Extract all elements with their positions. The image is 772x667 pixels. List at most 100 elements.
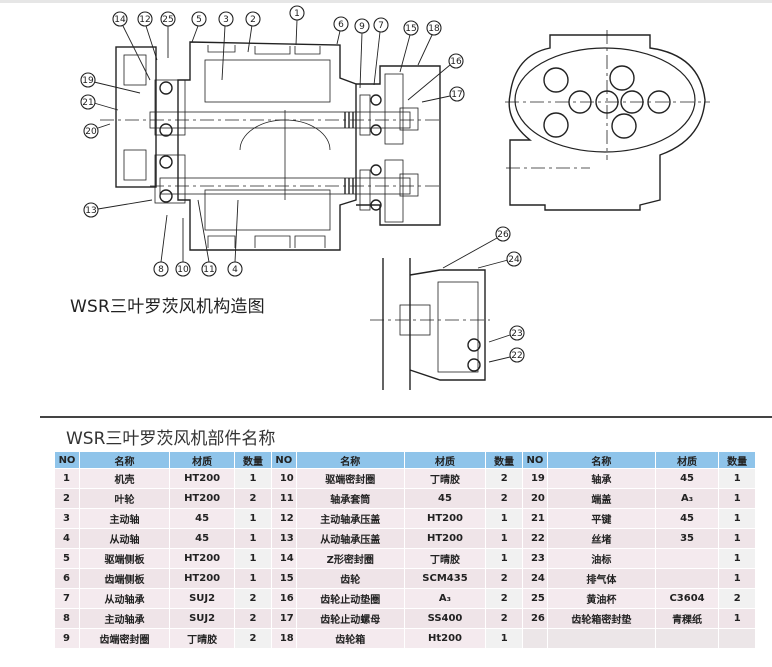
part-name: 轴承套筒 xyxy=(296,489,404,508)
part-number: 10 xyxy=(271,469,296,488)
part-quantity: 2 xyxy=(486,609,522,628)
part-quantity: 2 xyxy=(486,469,522,488)
svg-text:15: 15 xyxy=(405,24,416,34)
svg-text:10: 10 xyxy=(177,265,189,275)
part-number: 1 xyxy=(55,469,79,488)
part-name: 平键 xyxy=(547,509,655,528)
table-header-row: NO 名称 材质 数量 NO 名称 材质 数量 NO 名称 材质 数量 xyxy=(55,452,755,468)
part-name: 丝堵 xyxy=(547,529,655,548)
callout-19: 19 xyxy=(80,72,141,94)
svg-text:16: 16 xyxy=(450,57,462,67)
svg-text:1: 1 xyxy=(294,9,300,19)
callout-18: 18 xyxy=(417,20,442,66)
svg-text:3: 3 xyxy=(223,15,229,25)
header-no: NO xyxy=(522,452,547,468)
part-quantity: 1 xyxy=(719,529,755,548)
part-name: 齿轮止动垫圈 xyxy=(296,589,404,608)
callout-25: 25 xyxy=(160,11,176,58)
callout-6: 6 xyxy=(333,16,349,45)
part-number: 21 xyxy=(522,509,547,528)
header-name: 名称 xyxy=(80,452,169,468)
part-name xyxy=(547,629,655,648)
part-name: 齿端密封圈 xyxy=(80,629,169,648)
svg-text:21: 21 xyxy=(82,98,93,108)
part-number: 20 xyxy=(522,489,547,508)
part-material: 35 xyxy=(655,529,719,548)
part-name: 黄油杯 xyxy=(547,589,655,608)
callout-21: 21 xyxy=(80,94,119,111)
part-name: Z形密封圈 xyxy=(296,549,404,568)
part-quantity: 2 xyxy=(235,489,271,508)
svg-text:11: 11 xyxy=(203,265,214,275)
svg-text:7: 7 xyxy=(378,21,384,31)
longitudinal-section xyxy=(100,41,441,251)
callout-3: 3 xyxy=(218,11,234,81)
part-name: 主动轴承压盖 xyxy=(296,509,404,528)
header-material: 材质 xyxy=(170,452,235,468)
part-material: HT200 xyxy=(170,569,235,588)
part-material xyxy=(655,629,719,648)
part-name: 主动轴 xyxy=(80,509,169,528)
svg-text:12: 12 xyxy=(139,15,150,25)
callout-8: 8 xyxy=(153,214,169,277)
part-quantity: 1 xyxy=(719,569,755,588)
part-number: 6 xyxy=(55,569,79,588)
part-name: 从动轴 xyxy=(80,529,169,548)
part-material: A₃ xyxy=(655,489,719,508)
part-number: 25 xyxy=(522,589,547,608)
part-quantity: 2 xyxy=(486,569,522,588)
callout-4: 4 xyxy=(227,199,243,277)
part-quantity: 2 xyxy=(486,489,522,508)
callout-12: 12 xyxy=(137,11,158,61)
section-divider xyxy=(40,416,772,418)
part-name: 齿端侧板 xyxy=(80,569,169,588)
part-quantity: 2 xyxy=(719,589,755,608)
part-quantity xyxy=(719,629,755,648)
gearbox-detail-view xyxy=(370,258,490,390)
table-title: WSR三叶罗茨风机部件名称 xyxy=(66,429,276,449)
part-material: HT200 xyxy=(170,469,235,488)
callout-20: 20 xyxy=(83,123,111,139)
part-material: 丁晴胶 xyxy=(404,469,486,488)
part-material: 45 xyxy=(170,509,235,528)
part-name: 从动轴承 xyxy=(80,589,169,608)
part-number xyxy=(522,629,547,648)
callout-22: 22 xyxy=(488,347,525,363)
part-material: 45 xyxy=(655,469,719,488)
part-number: 18 xyxy=(271,629,296,648)
svg-text:4: 4 xyxy=(232,265,238,275)
svg-text:25: 25 xyxy=(162,15,173,25)
part-number: 2 xyxy=(55,489,79,508)
svg-text:24: 24 xyxy=(508,255,520,265)
part-name: 齿轮 xyxy=(296,569,404,588)
part-name: 驱端侧板 xyxy=(80,549,169,568)
svg-text:26: 26 xyxy=(497,230,509,240)
part-name: 排气体 xyxy=(547,569,655,588)
part-material: 45 xyxy=(170,529,235,548)
part-name: 油标 xyxy=(547,549,655,568)
svg-text:18: 18 xyxy=(428,24,440,34)
part-number: 12 xyxy=(271,509,296,528)
part-material: HT200 xyxy=(170,489,235,508)
header-qty: 数量 xyxy=(235,452,271,468)
part-quantity: 1 xyxy=(719,509,755,528)
part-material: SCM435 xyxy=(404,569,486,588)
part-quantity: 2 xyxy=(235,609,271,628)
callout-5: 5 xyxy=(191,11,207,43)
part-quantity: 1 xyxy=(486,629,522,648)
part-quantity: 1 xyxy=(235,549,271,568)
part-material: 45 xyxy=(404,489,486,508)
part-number: 24 xyxy=(522,569,547,588)
header-no: NO xyxy=(55,452,79,468)
callouts: 1 2 3 4 5 6 7 8 9 10 11 12 13 14 15 16 1… xyxy=(80,5,525,363)
part-number: 5 xyxy=(55,549,79,568)
top-border xyxy=(0,0,772,3)
header-material: 材质 xyxy=(655,452,719,468)
